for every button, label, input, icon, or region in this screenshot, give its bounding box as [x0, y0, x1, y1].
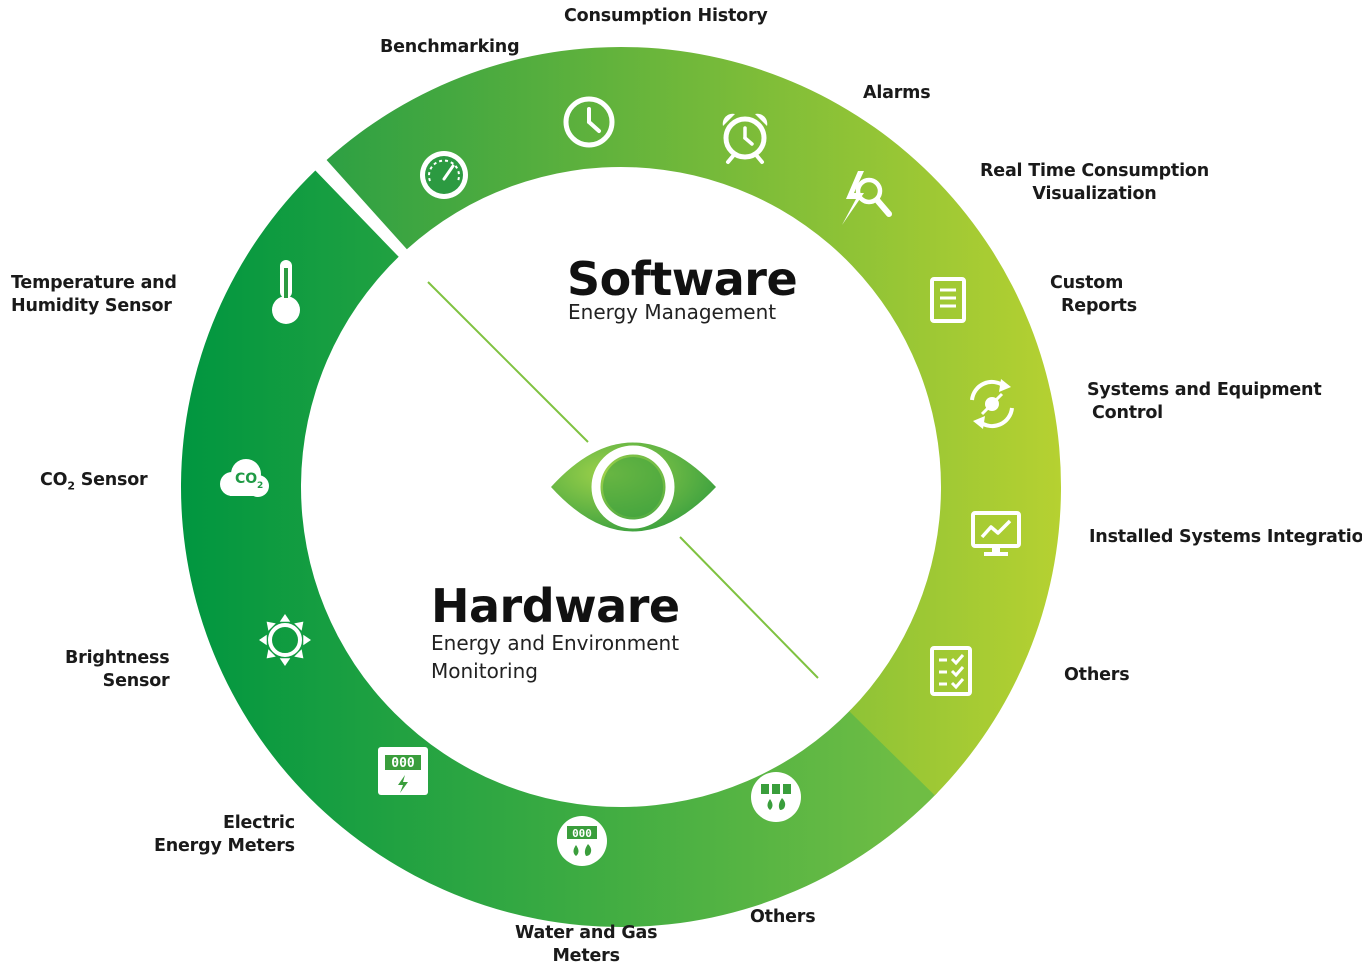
label-co2-main: CO — [40, 470, 68, 490]
label-line: Temperature and — [11, 273, 177, 293]
sun-ray — [266, 649, 276, 659]
hardware-ring-segment — [180, 170, 938, 928]
document-icon — [930, 277, 966, 323]
software-title: Software — [567, 252, 798, 306]
hardware-title: Hardware — [431, 579, 680, 633]
co2-icon-subscript: 2 — [257, 481, 263, 491]
thermometer-icon — [272, 260, 300, 324]
hardware-ring-path — [180, 170, 938, 928]
divider-line-lower — [679, 536, 819, 679]
magnifier-bolt-icon — [842, 171, 892, 225]
plug-cycle-icon — [970, 379, 1014, 429]
label-co2-subscript: 2 — [67, 479, 75, 493]
software-ring-segment — [326, 47, 1061, 796]
label-line: Water and Gas — [515, 923, 658, 943]
gauge-icon — [420, 151, 468, 199]
label-line: Humidity Sensor — [11, 296, 172, 316]
label-systems-equipment-control: Systems and Equipment Control — [1087, 379, 1322, 425]
label-line: Consumption History — [564, 6, 768, 26]
checklist-icon — [930, 646, 972, 696]
label-co2-sensor: CO2 Sensor — [40, 469, 148, 498]
label-line: Installed Systems Integration — [1089, 527, 1362, 547]
label-line: Others — [750, 907, 816, 927]
eye-icon — [551, 442, 716, 532]
label-line: Custom — [1050, 273, 1124, 293]
sun-ray — [294, 621, 304, 631]
sun-ray — [279, 658, 291, 666]
hardware-subtitle-line: Monitoring — [431, 659, 538, 683]
label-line: Meters — [552, 946, 620, 966]
divider-line-upper — [427, 281, 589, 443]
label-line: Systems and Equipment — [1087, 380, 1322, 400]
electric-meter-digits: 000 — [391, 756, 415, 771]
sun-ray — [266, 621, 276, 631]
water-gas-meter-icon: 000 — [557, 816, 607, 866]
label-line: Real Time Consumption — [980, 161, 1209, 181]
label-line: Visualization — [1032, 184, 1157, 204]
sun-icon — [259, 614, 311, 666]
label-hardware-others: Others — [750, 906, 816, 929]
clock-icon — [563, 96, 615, 148]
sun-ray — [259, 634, 267, 646]
label-line: Sensor — [102, 671, 170, 691]
label-line: Brightness — [65, 648, 170, 668]
software-ring-path — [326, 47, 1061, 796]
sun-ray — [279, 614, 291, 622]
label-water-gas-meters: Water and Gas Meters — [515, 922, 658, 968]
label-co2-rest: Sensor — [74, 470, 148, 490]
alarm-clock-icon — [722, 113, 768, 164]
co2-cloud-icon: CO 2 — [220, 459, 269, 497]
label-alarms: Alarms — [863, 82, 931, 105]
label-custom-reports: Custom Reports — [1050, 272, 1137, 318]
label-line: Others — [1064, 665, 1130, 685]
other-meter-icon — [751, 772, 801, 822]
label-consumption-history: Consumption History — [564, 5, 768, 28]
hardware-subtitle-line: Energy and Environment — [431, 631, 680, 655]
label-line: Alarms — [863, 83, 931, 103]
label-line: Control — [1092, 403, 1163, 423]
label-electric-energy-meters: Electric Energy Meters — [154, 812, 295, 858]
label-line: Benchmarking — [380, 37, 520, 57]
label-installed-systems-integration: Installed Systems Integration — [1089, 526, 1362, 549]
label-line: Electric — [222, 813, 295, 833]
hardware-subtitle: Energy and Environment Monitoring — [431, 629, 679, 685]
co2-icon-text: CO — [235, 471, 257, 487]
water-gas-meter-digits: 000 — [572, 827, 592, 840]
monitor-chart-icon — [971, 511, 1021, 556]
label-temperature-humidity: Temperature and Humidity Sensor — [11, 272, 177, 318]
label-benchmarking: Benchmarking — [380, 36, 520, 59]
sun-ray — [294, 649, 304, 659]
label-line: Reports — [1061, 296, 1137, 316]
label-line: Energy Meters — [154, 836, 295, 856]
label-real-time-consumption: Real Time Consumption Visualization — [980, 160, 1209, 206]
software-subtitle: Energy Management — [568, 300, 777, 324]
label-software-others: Others — [1064, 664, 1130, 687]
electric-meter-icon: 000 — [378, 747, 428, 795]
sun-ray — [303, 634, 311, 646]
label-brightness-sensor: Brightness Sensor — [65, 647, 170, 693]
